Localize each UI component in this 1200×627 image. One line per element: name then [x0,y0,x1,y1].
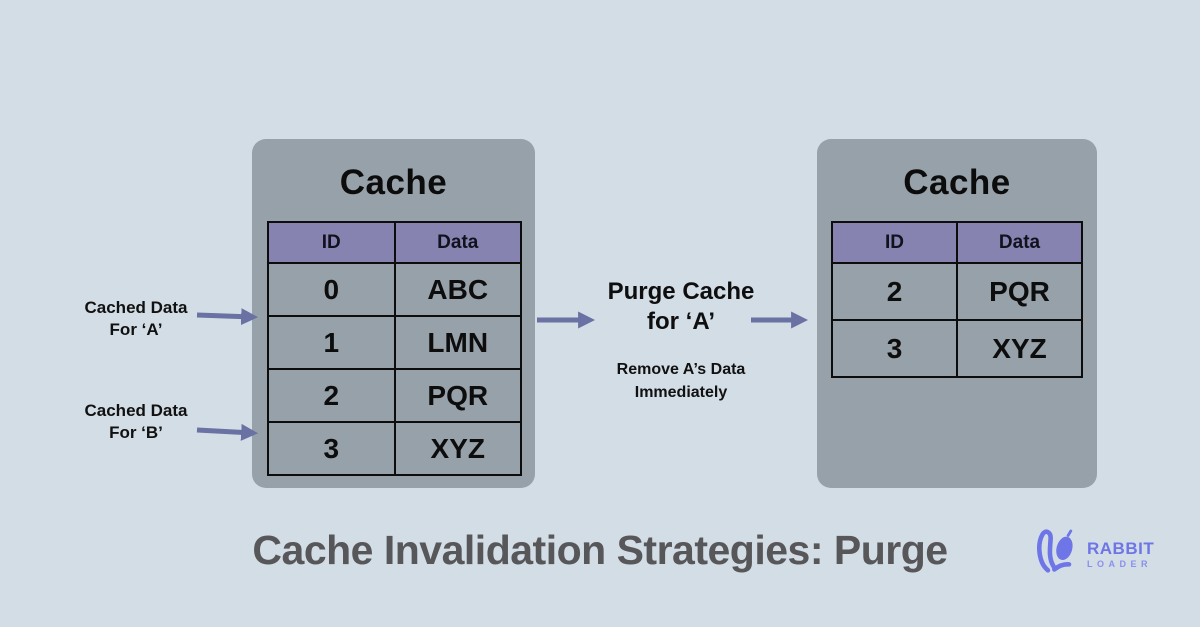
cached-data-a-label: Cached Data For ‘A’ [46,297,226,341]
cell-data: PQR [956,262,1083,321]
table-row: 2 PQR [831,262,1083,321]
logo-brand-bottom: LOADER [1087,559,1152,569]
cached-data-a-line1: Cached Data [84,298,188,317]
cell-data: XYZ [393,421,522,476]
cached-data-b-label: Cached Data For ‘B’ [46,400,226,444]
cell-id: 2 [267,368,396,423]
cache-title-left: Cache [339,163,448,202]
purge-cache-line1: Purge Cache [607,278,755,305]
cache-table-right: ID Data 2 PQR 3 XYZ [831,221,1083,378]
cell-data: ABC [393,262,522,317]
cell-data: LMN [393,315,522,370]
column-header-id: ID [831,221,958,264]
cached-data-b-line2: For ‘B’ [109,423,163,442]
logo-text: RABBIT LOADER [1087,539,1154,570]
table-row: 0 ABC [267,262,522,317]
cell-data: PQR [393,368,522,423]
rabbit-ears-icon [1036,528,1080,581]
page-title: Cache Invalidation Strategies: Purge [252,527,948,573]
remove-note-line2: Immediately [634,384,728,401]
remove-note-label: Remove A’s Data Immediately [571,358,791,404]
column-header-id: ID [267,221,396,264]
remove-note-line1: Remove A’s Data [616,361,746,378]
table-row: 3 XYZ [831,319,1083,378]
logo-brand-top: RABBIT [1087,539,1155,558]
cell-id: 1 [267,315,396,370]
table-row: 1 LMN [267,315,522,370]
rabbitloader-logo: RABBIT LOADER [1036,528,1154,581]
cache-title-right: Cache [903,163,1011,202]
cache-table-left: ID Data 0 ABC 1 LMN 2 PQR 3 XYZ [267,221,522,476]
column-header-data: Data [393,221,522,264]
cell-id: 3 [267,421,396,476]
table-row: 2 PQR [267,368,522,423]
table-row: 3 XYZ [267,421,522,476]
cached-data-b-line1: Cached Data [84,401,188,420]
purge-cache-label: Purge Cache for ‘A’ [571,277,791,337]
cell-id: 2 [831,262,958,321]
cell-id: 0 [267,262,396,317]
purge-cache-line2: for ‘A’ [646,308,715,335]
table-header-row: ID Data [267,221,522,264]
cell-id: 3 [831,319,958,378]
column-header-data: Data [956,221,1083,264]
cell-data: XYZ [956,319,1083,378]
table-header-row: ID Data [831,221,1083,264]
cached-data-a-line2: For ‘A’ [109,320,163,339]
